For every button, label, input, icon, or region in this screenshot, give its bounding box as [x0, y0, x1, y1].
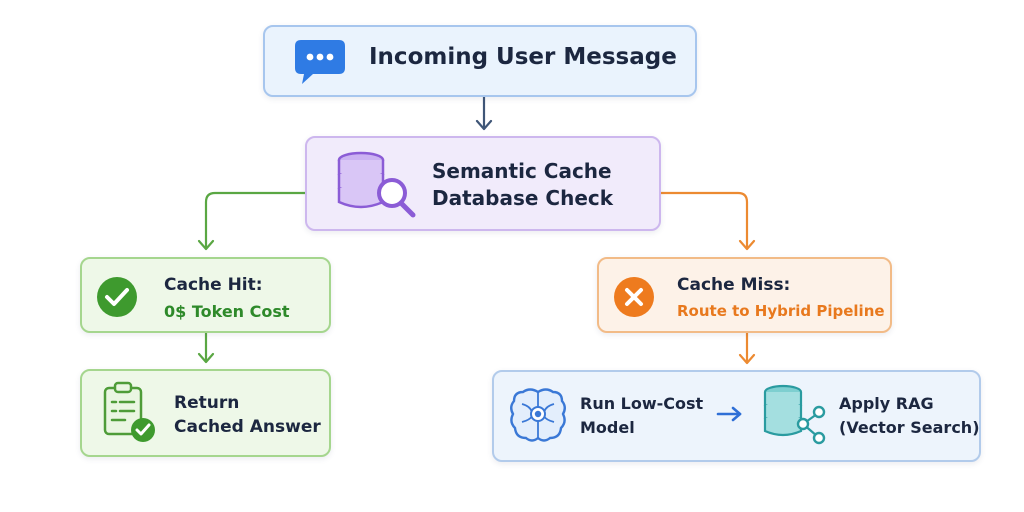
arrow-cache-to-hit — [197, 191, 305, 251]
cache-miss-route: Route to Hybrid Pipeline — [677, 302, 885, 320]
arrow-miss-to-pipeline — [738, 333, 756, 365]
database-search-icon — [337, 151, 416, 218]
arrow-right-icon — [716, 406, 742, 422]
apply-rag-line1: Apply RAG — [839, 394, 934, 413]
arrow-hit-to-return — [197, 333, 215, 364]
cache-check-line2: Database Check — [432, 186, 614, 210]
cache-hit-node — [80, 257, 331, 333]
cache-check-line1: Semantic Cache — [432, 159, 612, 183]
incoming-message-title: Incoming User Message — [369, 44, 677, 70]
apply-rag-line2: (Vector Search) — [839, 418, 980, 437]
arrow-input-to-cache — [475, 97, 493, 131]
clipboard-check-icon — [103, 381, 155, 442]
cache-miss-node — [597, 257, 892, 333]
return-answer-line1: Return — [174, 393, 240, 413]
brain-chip-icon — [510, 388, 566, 442]
check-circle-icon — [97, 277, 137, 317]
cache-hit-cost: 0$ Token Cost — [164, 302, 290, 321]
cache-miss-title: Cache Miss: — [677, 275, 791, 295]
x-circle-icon — [614, 277, 654, 317]
cache-hit-title: Cache Hit: — [164, 275, 263, 295]
return-answer-line2: Cached Answer — [174, 417, 321, 437]
low-cost-model-line1: Run Low-Cost — [580, 394, 704, 413]
low-cost-model-line2: Model — [580, 418, 635, 437]
arrow-cache-to-miss — [661, 191, 756, 251]
incoming-message-node — [263, 25, 697, 97]
chat-bubble-icon — [295, 40, 345, 84]
database-share-icon — [763, 384, 826, 445]
